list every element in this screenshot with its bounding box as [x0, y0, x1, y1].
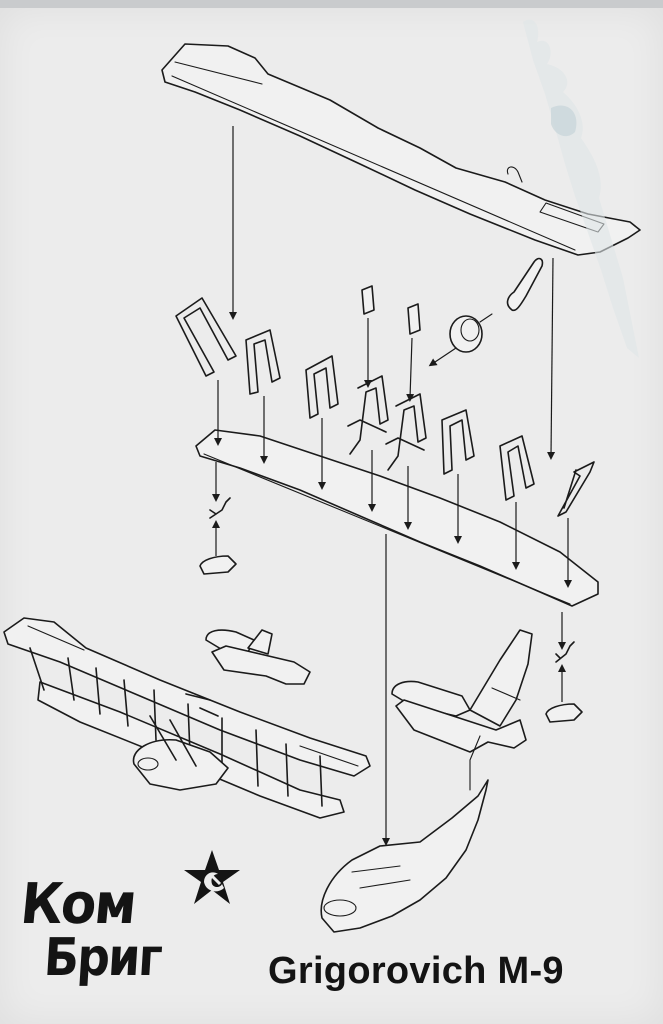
- wingtip-float-left: [199, 555, 237, 575]
- assembled-aircraft-view: [3, 617, 371, 819]
- scanner-edge: [0, 0, 663, 8]
- center-strut-2: [441, 409, 475, 475]
- wingtip-float-right: [545, 703, 583, 723]
- interplane-strut-pair-4: [557, 461, 595, 517]
- wingtip-float-bracket-left: [209, 497, 231, 519]
- cabane-strut-left: [347, 375, 389, 455]
- wingtip-float-bracket-right: [555, 641, 575, 663]
- interplane-strut-pair-3: [499, 435, 535, 501]
- upper-wing: [161, 43, 641, 256]
- logo-line-brig: Бриг: [42, 928, 163, 988]
- model-title: Grigorovich M-9: [268, 950, 564, 992]
- tape-stain: [523, 19, 639, 358]
- tail-assembly-view: [391, 629, 533, 791]
- instruction-sheet: [0, 8, 663, 1024]
- assembly-arrows: [212, 126, 572, 846]
- lower-wing: [195, 429, 599, 607]
- hull: [320, 779, 489, 933]
- cabane-block-2: [407, 303, 421, 335]
- center-strut-1: [305, 355, 339, 419]
- red-star-hammer-sickle-icon: [184, 850, 240, 904]
- cabane-strut-right: [385, 393, 427, 471]
- interplane-strut-pair-2: [245, 329, 281, 395]
- engine-with-propeller: [449, 257, 544, 353]
- cabane-block-1: [361, 285, 375, 315]
- kombrig-logo: Ком Бриг: [18, 848, 240, 998]
- interplane-strut-pair-1: [175, 297, 237, 377]
